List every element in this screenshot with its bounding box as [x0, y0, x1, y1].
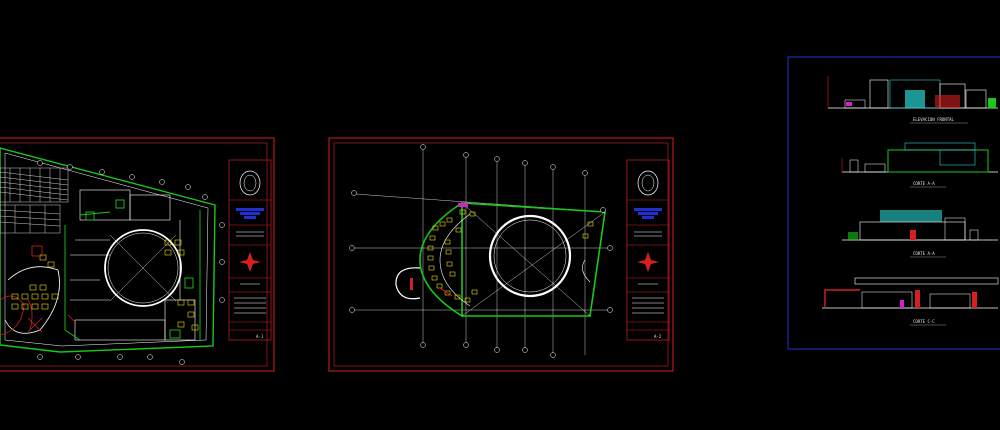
elevation-label-1: ELEVACION FRONTAL [913, 117, 955, 122]
sheet-1[interactable]: A-1 [0, 137, 275, 372]
sheet-1-inner-border [0, 142, 268, 367]
elevation-label-3: CORTE A-A [913, 251, 935, 256]
sheet-1-number: A-1 [256, 334, 264, 339]
elevation-label-4: CORTE C-C [913, 319, 935, 324]
section-a-elevation-2: CORTE A-A [842, 210, 998, 258]
sheet-2-inner-border [333, 142, 669, 367]
sheet-2-floor-plan [349, 144, 613, 358]
sheet-1-border [0, 137, 275, 372]
sheet-2-title-block: A-2 [626, 159, 670, 341]
sheet-1-floor-plan [0, 147, 225, 365]
elevations-frame [787, 56, 1000, 350]
elevation-label-2: CORTE A-A [913, 181, 935, 186]
sheet-1-title-block: A-1 [228, 159, 272, 341]
sheet-2-number: A-2 [654, 334, 662, 339]
section-a-elevation: CORTE A-A [841, 142, 998, 188]
elevations-sheet[interactable]: ELEVACION FRONTAL CORTE A-A CORTE A-A [787, 56, 1000, 350]
section-c-elevation: CORTE C-C [822, 277, 999, 326]
sheet-2-border [328, 137, 674, 372]
front-elevation: ELEVACION FRONTAL [827, 76, 998, 124]
sheet-2[interactable]: A-2 [328, 137, 674, 372]
